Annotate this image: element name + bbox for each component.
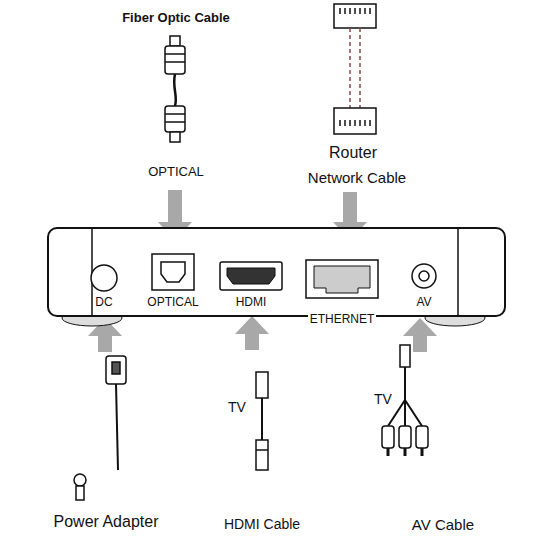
plug-slot [112, 362, 120, 374]
ethernet-slot [314, 266, 370, 293]
av-hole [419, 271, 429, 281]
housing [48, 228, 505, 316]
pins [340, 8, 370, 14]
cable-name: AV Cable [412, 517, 474, 534]
device-name: TV [228, 400, 246, 415]
device-name: TV [374, 392, 392, 407]
cable-name: Power Adapter [54, 513, 159, 531]
network-cable [334, 4, 376, 134]
device-name: Router [329, 144, 377, 162]
av-plug [400, 345, 410, 367]
port-name: ETHERNET [308, 313, 377, 326]
fiber-optic-cable [165, 36, 185, 142]
rib [165, 53, 185, 55]
cable-name: HDMI Cable [224, 517, 300, 532]
wire [359, 28, 361, 108]
cable [404, 367, 406, 400]
power-adapter [74, 356, 126, 500]
panel-edge [457, 229, 459, 315]
cable [174, 74, 176, 106]
connector-body [165, 46, 185, 74]
cable-name: Fiber Optic Cable [122, 11, 230, 25]
connector-tip [170, 36, 180, 46]
hdmi-cable [256, 372, 268, 470]
ethernet-port [306, 260, 378, 298]
rca-plug [399, 426, 411, 448]
dc-port [91, 265, 117, 291]
rib [256, 449, 268, 451]
port-name: DC [95, 296, 112, 309]
rj45-plug [334, 108, 376, 134]
rca-plug [382, 426, 394, 448]
arrow-up [235, 316, 269, 350]
rj45-plug [334, 4, 376, 28]
device-body [48, 228, 505, 326]
cable-split [388, 400, 422, 426]
rca-tips [388, 448, 422, 456]
rib [165, 113, 185, 115]
optical-port [152, 254, 194, 290]
dc-plug [106, 356, 126, 384]
rib [165, 61, 185, 63]
plug-head [74, 474, 86, 486]
port-name: AV [416, 296, 431, 309]
hdmi-plug [256, 372, 268, 398]
rca-plug [416, 426, 428, 448]
hdmi-slot [227, 268, 275, 284]
cable [261, 398, 263, 440]
connector-name: OPTICAL [148, 165, 204, 179]
cable [116, 384, 118, 470]
port-name: HDMI [236, 296, 267, 309]
rib [165, 121, 185, 123]
hdmi-plug [256, 440, 268, 470]
cable-name: Network Cable [308, 170, 406, 187]
port-name: OPTICAL [147, 296, 198, 309]
plug-stem [76, 486, 84, 500]
connector-body [165, 106, 185, 132]
connector-tip [170, 132, 180, 142]
hdmi-port [220, 262, 282, 290]
pins [340, 120, 370, 126]
optical-slot [161, 262, 185, 282]
av-port [412, 264, 436, 288]
wire [349, 28, 351, 108]
